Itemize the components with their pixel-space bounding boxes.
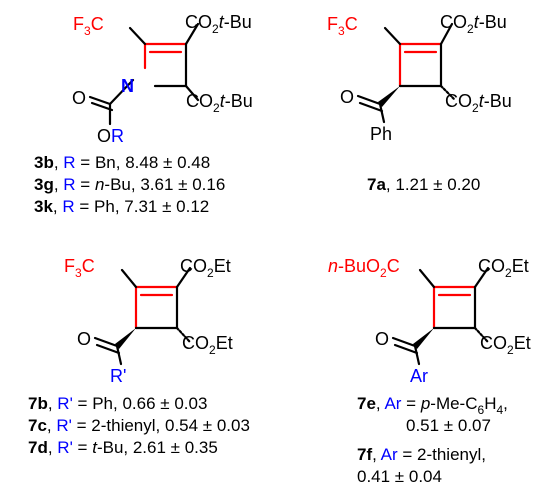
caption-7a: 7a, 1.21 ± 0.20 <box>367 175 480 194</box>
co2tbu-label: CO2t-Bu <box>185 12 252 36</box>
co2et-label: CO2Et <box>180 256 231 280</box>
nitrogen-atom: N <box>121 76 134 96</box>
caption-7e-value: 0.51 ± 0.07 <box>406 416 491 435</box>
ester-oxygen: OR <box>97 126 124 146</box>
structure-3 <box>88 22 200 126</box>
co2et-label: CO2Et <box>480 333 531 357</box>
caption-3g: 3g, R = n-Bu, 3.61 ± 0.16 <box>34 175 225 194</box>
structure-7e-f <box>391 266 490 366</box>
caption-7f: 7f, Ar = 2-thienyl, <box>357 445 486 464</box>
caption-3k: 3k, R = Ph, 7.31 ± 0.12 <box>34 197 209 216</box>
caption-7d: 7d, R' = t-Bu, 2.61 ± 0.35 <box>28 438 218 457</box>
cf3-label: F3C <box>73 14 104 38</box>
co2tbu-label: CO2t-Bu <box>445 91 512 115</box>
co2et-label: CO2Et <box>478 256 529 280</box>
phenyl-label: Ph <box>370 124 392 144</box>
ar-label: Ar <box>410 366 428 386</box>
structure-7b-d <box>93 266 192 366</box>
nbu-ester-label: n-BuO2C <box>328 256 400 280</box>
co2tbu-label: CO2t-Bu <box>186 91 253 115</box>
cf3-label: F3C <box>64 256 95 280</box>
caption-7c: 7c, R' = 2-thienyl, 0.54 ± 0.03 <box>28 416 250 435</box>
co2tbu-label: CO2t-Bu <box>440 12 507 36</box>
caption-7f-value: 0.41 ± 0.04 <box>357 467 442 486</box>
r-prime-label: R' <box>110 366 126 386</box>
carbonyl-oxygen: O <box>340 87 354 107</box>
carbonyl-oxygen: O <box>72 88 86 108</box>
caption-7e: 7e, Ar = p-Me-C6H4, <box>357 394 508 417</box>
carbonyl-oxygen: O <box>375 329 389 349</box>
carbonyl-oxygen: O <box>77 329 91 349</box>
structure-7a <box>356 22 457 124</box>
co2et-label: CO2Et <box>182 333 233 357</box>
cf3-label: F3C <box>327 14 358 38</box>
caption-3b: 3b, R = Bn, 8.48 ± 0.48 <box>34 153 210 172</box>
caption-7b: 7b, R' = Ph, 0.66 ± 0.03 <box>28 394 207 413</box>
